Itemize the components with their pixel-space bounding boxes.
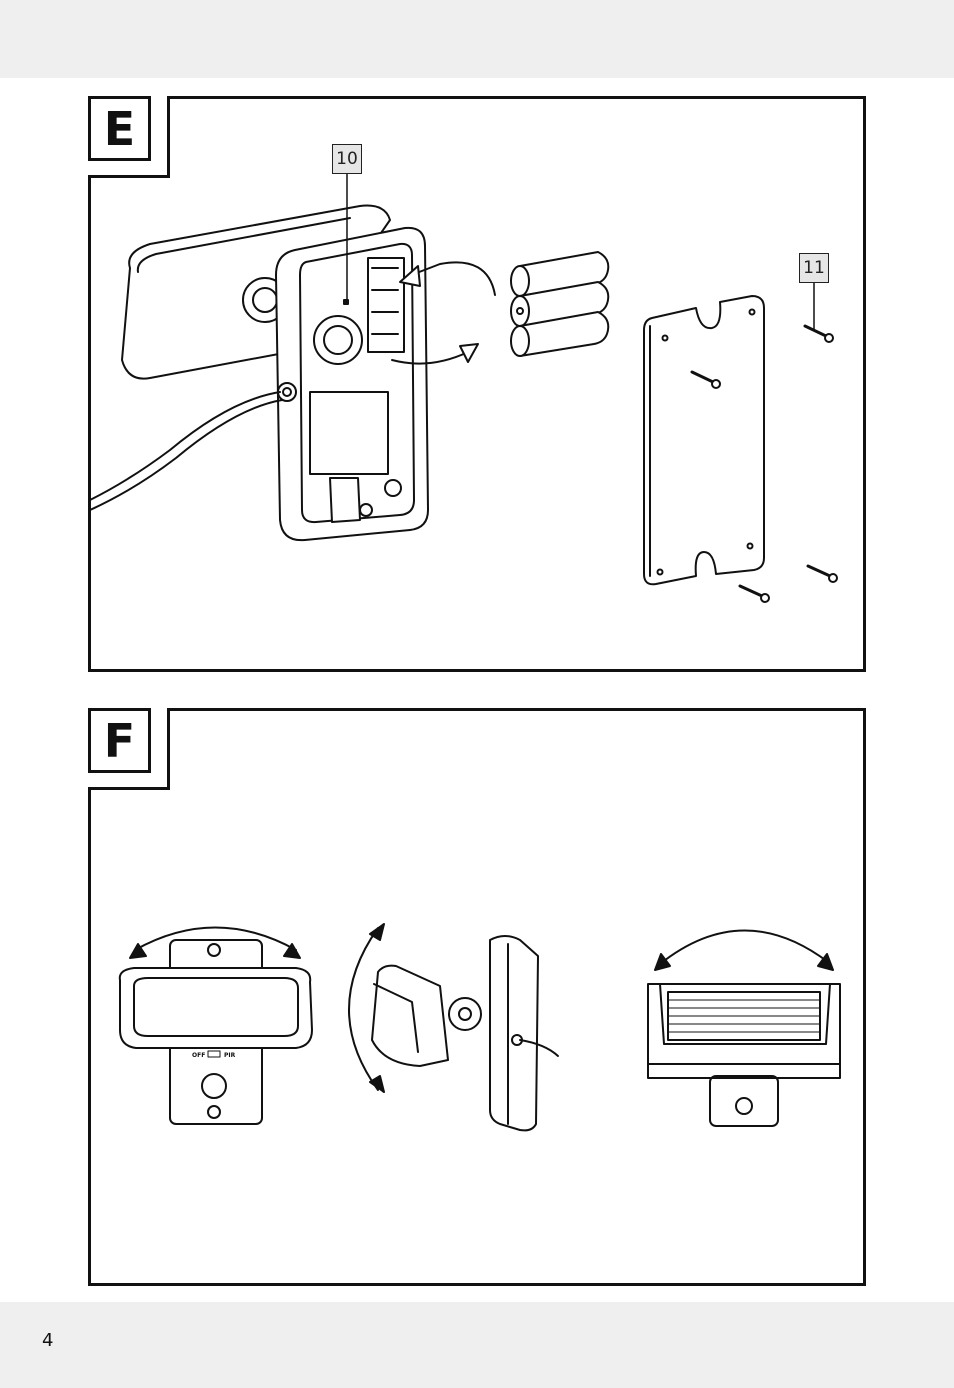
cable-illustration [90, 392, 282, 510]
mounting-plate-illustration [644, 296, 764, 584]
batteries-illustration [511, 252, 608, 356]
switch-label-pir: PIR [224, 1052, 235, 1059]
housing-base-illustration [276, 228, 428, 540]
page-number: 4 [42, 1330, 53, 1351]
light-rear-view [648, 930, 840, 1126]
bottom-margin-band [0, 1302, 954, 1388]
light-front-view [120, 928, 312, 1125]
light-side-view [349, 924, 558, 1130]
callout-10: 10 [332, 144, 362, 174]
switch-label-off: OFF [192, 1052, 205, 1059]
callout-11: 11 [799, 253, 829, 283]
